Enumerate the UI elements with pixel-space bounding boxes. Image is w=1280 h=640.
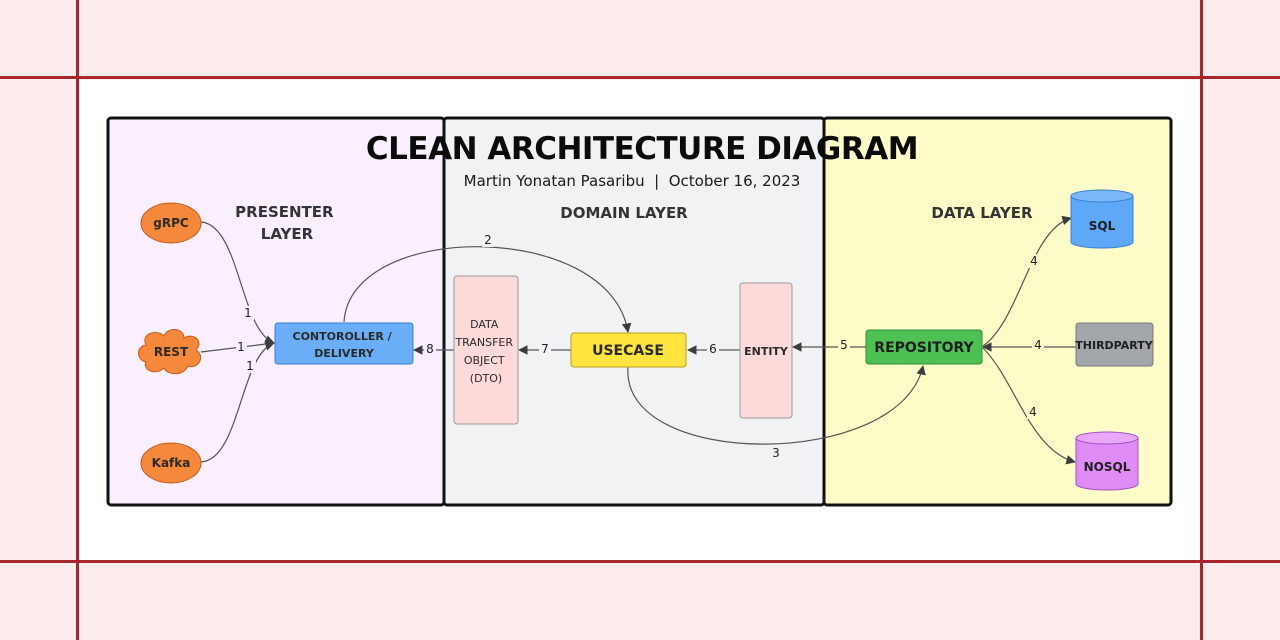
svg-text:CONTOROLLER / DELIVERY: CONTOROLLER / DELIVERY [293, 330, 396, 360]
edge-label-rest: 1 [237, 340, 245, 354]
edge-controller-usecase [343, 246, 632, 333]
edge-label-4-nosql: 4 [1029, 405, 1037, 419]
svg-text:SQL: SQL [1089, 219, 1116, 233]
edge-label-kafka: 1 [246, 359, 254, 373]
domain-layer-label: DOMAIN LAYER [560, 204, 688, 222]
svg-text:REST: REST [154, 345, 189, 359]
node-sql: SQL [1070, 189, 1134, 249]
edge-label-8: 8 [426, 342, 434, 356]
svg-text:gRPC: gRPC [153, 216, 189, 230]
edge-repository-nosql [982, 347, 1076, 465]
edge-label-6: 6 [709, 342, 717, 356]
gridline-horizontal-top [0, 76, 1280, 79]
node-grpc: gRPC [140, 202, 202, 244]
svg-text:DATA TRANSFER OBJE: DATA TRANSFER OBJECT (DTO) [454, 318, 516, 385]
svg-text:THIRDPARTY: THIRDPARTY [1075, 339, 1153, 352]
node-repository: REPOSITORY [865, 329, 983, 365]
edge-label-2: 2 [484, 233, 492, 247]
diagram-title: CLEAN ARCHITECTURE DIAGRAM [366, 131, 918, 167]
edge-repository-sql [982, 215, 1072, 347]
edge-label-3: 3 [772, 446, 780, 460]
gridline-horizontal-bottom [0, 560, 1280, 563]
svg-text:REPOSITORY: REPOSITORY [874, 340, 974, 356]
edge-label-grpc: 1 [244, 306, 252, 320]
edge-label-4-thirdparty: 4 [1034, 338, 1042, 352]
node-kafka: Kafka [140, 442, 202, 484]
edge-kafka-controller [200, 341, 275, 463]
data-layer-label: DATA LAYER [931, 204, 1033, 222]
node-dto: DATA TRANSFER OBJECT (DTO) [453, 275, 519, 425]
edge-usecase-repository [627, 365, 926, 445]
node-entity: ENTITY [739, 282, 793, 419]
diagram-subtitle: Martin Yonatan Pasaribu | October 16, 20… [464, 172, 801, 190]
node-controller: CONTOROLLER / DELIVERY [274, 322, 414, 365]
edge-label-7: 7 [541, 342, 549, 356]
node-rest: REST [138, 329, 201, 375]
svg-text:Kafka: Kafka [152, 456, 191, 470]
edge-label-4-sql: 4 [1030, 254, 1038, 268]
edge-grpc-controller [200, 221, 275, 345]
node-nosql: NOSQL [1075, 431, 1139, 491]
svg-text:NOSQL: NOSQL [1084, 460, 1131, 474]
node-usecase: USECASE [570, 332, 687, 368]
svg-text:ENTITY: ENTITY [744, 345, 789, 358]
node-thirdparty: THIRDPARTY [1075, 322, 1154, 367]
svg-text:USECASE: USECASE [592, 343, 664, 359]
presenter-layer-label: PRESENTER LAYER [235, 203, 339, 243]
gridline-vertical-left [76, 0, 79, 640]
gridline-vertical-right [1200, 0, 1203, 640]
edge-label-5: 5 [840, 338, 848, 352]
